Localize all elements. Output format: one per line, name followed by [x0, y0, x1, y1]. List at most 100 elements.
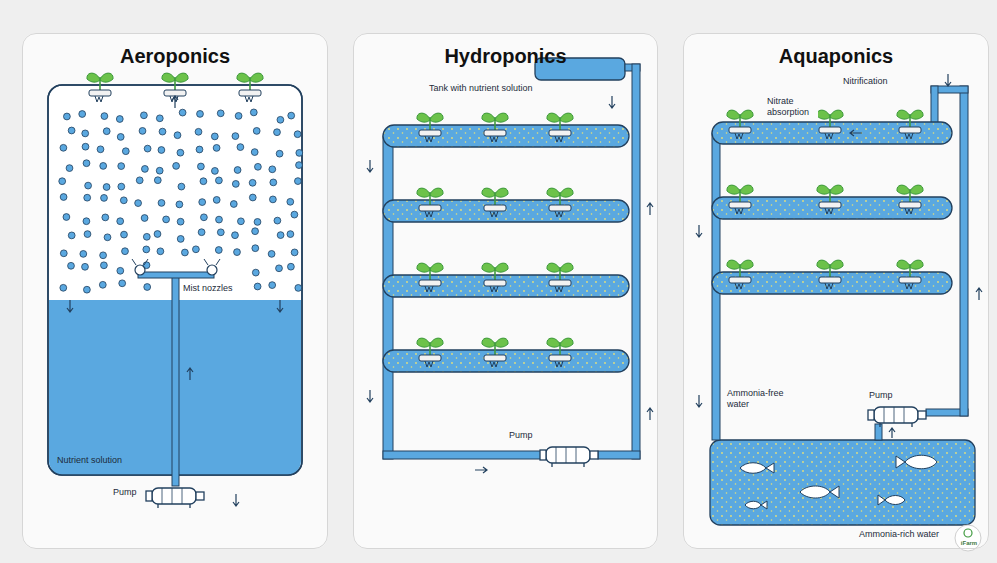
logo-text: iFarm	[959, 540, 979, 547]
mist-droplet	[97, 146, 104, 153]
mist-droplet	[141, 112, 148, 119]
mist-droplet	[213, 197, 220, 204]
mist-droplet	[80, 251, 87, 258]
mist-droplet	[84, 286, 91, 293]
mist-droplet	[82, 143, 89, 150]
mist-droplet	[177, 236, 184, 243]
mist-droplet	[117, 267, 124, 274]
mist-droplet	[83, 218, 90, 225]
mist-droplet	[199, 199, 206, 206]
mist-droplet	[163, 216, 170, 223]
mist-droplet	[252, 228, 259, 235]
mist-droplet	[295, 285, 302, 292]
mist-droplet	[102, 214, 109, 221]
mist-droplet	[60, 194, 67, 201]
mist-droplet	[287, 231, 294, 238]
mist-droplet	[117, 218, 124, 225]
mist-droplet	[254, 283, 261, 290]
mist-droplet	[157, 248, 164, 255]
mist-droplet	[68, 127, 75, 134]
mist-droplet	[250, 109, 257, 116]
mist-droplet	[177, 218, 184, 225]
mist-droplet	[276, 265, 283, 272]
mist-droplet	[154, 231, 161, 238]
part-label: Pump	[508, 430, 534, 441]
mist-droplet	[249, 194, 256, 201]
mist-droplet	[122, 148, 129, 155]
mist-droplet	[294, 131, 301, 138]
mist-droplet	[143, 246, 150, 253]
mist-droplet	[83, 160, 90, 167]
mist-droplet	[276, 150, 283, 157]
mist-droplet	[116, 116, 123, 123]
mist-droplet	[268, 251, 275, 258]
mist-droplet	[142, 166, 149, 173]
mist-droplet	[287, 198, 294, 205]
mist-droplet	[253, 127, 260, 134]
mist-droplet	[198, 229, 205, 236]
mist-droplet	[234, 167, 241, 174]
mist-droplet	[197, 111, 204, 118]
mist-droplet	[193, 246, 200, 253]
mist-droplet	[122, 248, 129, 255]
mist-droplet	[60, 284, 67, 291]
mist-droplet	[232, 232, 239, 239]
mist-droplet	[121, 231, 128, 238]
mist-droplet	[288, 112, 295, 119]
mist-droplet	[277, 232, 284, 239]
mist-droplet	[255, 163, 262, 170]
mist-droplet	[213, 145, 220, 152]
part-label: Pump	[868, 390, 894, 401]
mist-droplet	[252, 245, 259, 252]
mist-droplet	[101, 195, 108, 202]
mist-droplet	[216, 177, 223, 184]
mist-droplet	[200, 178, 207, 185]
part-label: Ammonia-free water	[726, 388, 790, 410]
mist-droplet	[79, 111, 86, 118]
mist-droplet	[100, 163, 107, 170]
mist-droplet	[296, 150, 303, 157]
mist-droplet	[100, 252, 107, 259]
mist-droplet	[118, 183, 125, 190]
mist-droplet	[144, 145, 151, 152]
mist-droplet	[235, 113, 242, 120]
system-panel: Aeroponics	[22, 33, 328, 549]
mist-droplet	[295, 178, 302, 185]
mist-droplet	[217, 110, 224, 117]
mist-droplet	[60, 144, 67, 151]
mist-droplet	[66, 165, 73, 172]
mist-droplet	[251, 149, 258, 156]
mist-droplet	[63, 214, 70, 221]
mist-droplet	[254, 219, 261, 226]
system-panel: Aquaponics	[683, 33, 989, 549]
mist-droplet	[85, 182, 92, 189]
mist-droplet	[195, 128, 202, 135]
mist-droplet	[211, 133, 218, 140]
mist-droplet	[103, 128, 110, 135]
mist-droplet	[252, 269, 259, 276]
mist-droplet	[176, 201, 183, 208]
mist-droplet	[139, 127, 146, 134]
mist-droplet	[201, 214, 208, 221]
mist-droplet	[104, 234, 111, 241]
mist-droplet	[68, 232, 75, 239]
mist-droplet	[249, 179, 256, 186]
part-label: Nutrient solution	[56, 455, 123, 466]
mist-droplet	[118, 163, 125, 170]
mist-droplet	[156, 167, 163, 174]
part-label: Tank with nutrient solution	[428, 83, 534, 94]
mist-droplet	[270, 179, 277, 186]
mist-droplet	[158, 200, 165, 207]
mist-droplet	[64, 113, 71, 120]
mist-droplet	[120, 197, 127, 204]
mist-droplet	[119, 280, 126, 287]
mist-droplet	[288, 263, 295, 270]
mist-droplet	[177, 149, 184, 156]
mist-droplet	[291, 249, 298, 256]
mist-droplet	[274, 129, 281, 136]
mist-droplet	[117, 134, 124, 141]
mist-droplet	[141, 215, 148, 222]
part-label: Nitrate absorption	[766, 96, 818, 118]
mist-droplet	[136, 177, 143, 184]
